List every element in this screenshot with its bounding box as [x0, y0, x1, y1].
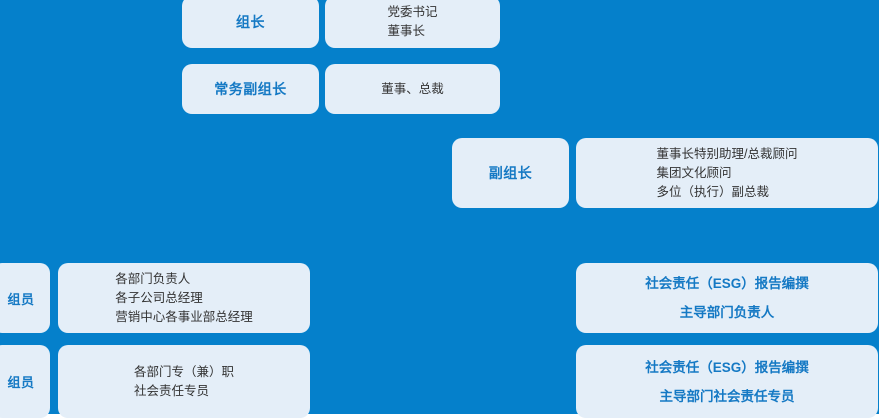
esg-lines: 社会责任（ESG）报告编撰 主导部门社会责任专员: [645, 353, 809, 411]
esg-line: 主导部门负责人: [679, 305, 775, 320]
role-card-group-leader: 组长: [182, 0, 319, 48]
detail-card-executive-deputy-leader: 董事、总裁: [325, 64, 500, 114]
esg-line: 社会责任（ESG）报告编撰: [645, 359, 809, 375]
esg-line: 主导部门社会责任专员: [659, 388, 795, 404]
role-card-member-2: 组员: [0, 345, 50, 418]
role-label: 组员: [7, 291, 35, 307]
detail-line: 多位（执行）副总裁: [656, 184, 770, 199]
detail-card-group-leader: 党委书记 董事长: [325, 0, 500, 48]
detail-line: 各子公司总经理: [115, 290, 203, 305]
detail-line: 各部门专（兼）职: [133, 364, 234, 379]
detail-line: 董事、总裁: [381, 81, 444, 96]
role-label: 副组长: [488, 165, 533, 181]
detail-line: 社会责任专员: [133, 383, 209, 398]
esg-lines: 社会责任（ESG）报告编撰 主导部门负责人: [645, 269, 809, 327]
detail-line: 董事长特别助理/总裁顾问: [656, 146, 798, 161]
detail-card-member-1: 各部门负责人 各子公司总经理 营销中心各事业部总经理: [58, 263, 310, 333]
detail-card-deputy-leader: 董事长特别助理/总裁顾问 集团文化顾问 多位（执行）副总裁: [576, 138, 878, 208]
detail-line: 各部门负责人: [115, 271, 191, 286]
esg-card-lead-department-head: 社会责任（ESG）报告编撰 主导部门负责人: [576, 263, 878, 333]
detail-line: 董事长: [387, 24, 425, 38]
detail-lines: 各部门专（兼）职 社会责任专员: [134, 363, 234, 401]
role-card-deputy-leader: 副组长: [452, 138, 569, 208]
detail-card-member-2: 各部门专（兼）职 社会责任专员: [58, 345, 310, 418]
esg-card-lead-department-officer: 社会责任（ESG）报告编撰 主导部门社会责任专员: [576, 345, 878, 418]
detail-line: 党委书记: [387, 5, 438, 19]
role-label: 组员: [7, 375, 35, 390]
role-label: 常务副组长: [214, 81, 287, 97]
role-label: 组长: [236, 14, 265, 30]
role-card-executive-deputy-leader: 常务副组长: [182, 64, 319, 114]
role-card-member-1: 组员: [0, 263, 50, 333]
detail-lines: 董事长特别助理/总裁顾问 集团文化顾问 多位（执行）副总裁: [657, 145, 798, 202]
esg-line: 社会责任（ESG）报告编撰: [645, 276, 809, 291]
detail-lines: 各部门负责人 各子公司总经理 营销中心各事业部总经理: [115, 270, 253, 327]
detail-lines: 党委书记 董事长: [387, 3, 437, 41]
detail-line: 集团文化顾问: [656, 165, 732, 180]
detail-lines: 董事、总裁: [381, 80, 444, 99]
detail-line: 营销中心各事业部总经理: [115, 309, 253, 324]
